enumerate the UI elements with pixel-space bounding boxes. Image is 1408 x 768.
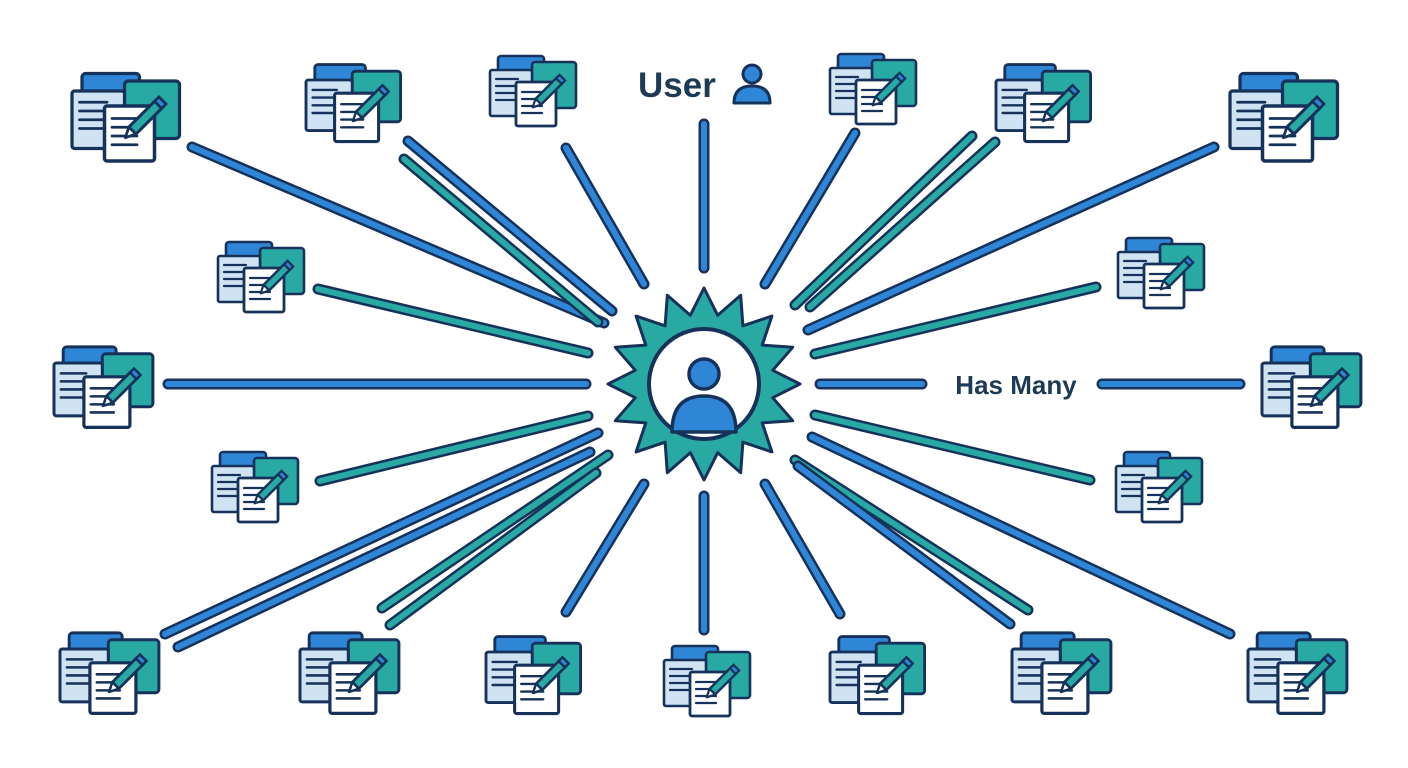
connector-line xyxy=(809,409,1096,486)
connector-line xyxy=(172,446,596,653)
user-icon xyxy=(732,63,772,105)
document-edit-icon xyxy=(1114,450,1204,524)
connector-line xyxy=(314,410,594,487)
document-edit-icon xyxy=(70,71,182,163)
connector-line xyxy=(804,136,1001,313)
document-edit-icon xyxy=(298,631,401,716)
document-edit-icon xyxy=(994,63,1093,144)
connector-line xyxy=(312,283,594,359)
document-edit-icon xyxy=(52,345,155,430)
connector-line xyxy=(560,142,650,290)
document-edit-icon xyxy=(210,450,300,524)
entity-title: User xyxy=(638,63,772,105)
connector-lines xyxy=(159,118,1246,653)
document-edit-icon xyxy=(828,635,927,716)
document-edit-icon xyxy=(216,240,306,314)
user-avatar-icon xyxy=(670,357,738,434)
connector-line xyxy=(802,141,1220,336)
document-edit-icon xyxy=(488,54,578,128)
connector-line xyxy=(159,427,604,640)
document-edit-icon xyxy=(1260,345,1363,430)
connector-line xyxy=(789,130,978,311)
document-edit-icon xyxy=(662,644,752,718)
document-edit-icon xyxy=(484,635,583,716)
relation-label: Has Many xyxy=(955,370,1077,400)
document-edit-icon xyxy=(1116,236,1206,310)
document-edit-icon xyxy=(58,631,161,716)
connector-line xyxy=(402,135,618,317)
connector-line xyxy=(809,281,1102,360)
connector-line xyxy=(560,478,650,618)
document-edit-icon xyxy=(1010,631,1113,716)
connector-line xyxy=(759,478,846,620)
connector-line xyxy=(186,141,610,329)
entity-title-text: User xyxy=(638,66,716,105)
connector-line xyxy=(792,460,1016,630)
related-items xyxy=(52,52,1363,718)
connector-line xyxy=(376,449,614,614)
connector-line xyxy=(789,454,1034,616)
document-edit-icon xyxy=(828,52,918,126)
connector-line xyxy=(398,153,604,328)
document-edit-icon xyxy=(304,63,403,144)
central-user-node xyxy=(606,286,802,482)
connector-line xyxy=(759,127,861,290)
connector-line xyxy=(806,431,1236,640)
document-edit-icon xyxy=(1246,631,1349,716)
document-edit-icon xyxy=(1228,71,1340,163)
connector-line xyxy=(384,467,602,631)
